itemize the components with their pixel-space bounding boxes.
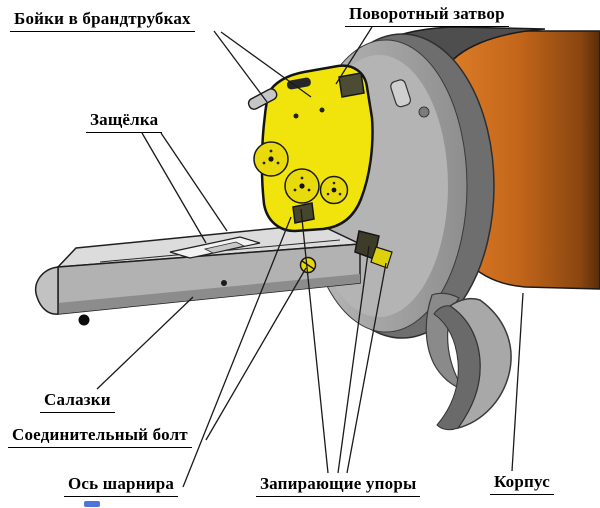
leader-sled	[96, 296, 194, 390]
locking-lugs	[292, 72, 393, 269]
label-latch: Защёлка	[86, 110, 163, 134]
connecting-bolt-screw	[299, 256, 317, 274]
front-pin-hole	[221, 280, 227, 286]
leader-body	[511, 292, 524, 472]
leader-locking-lugs-2	[337, 245, 370, 474]
leader-locking-lugs-1	[300, 208, 329, 474]
latch-shape	[169, 236, 261, 259]
label-sled: Салазки	[40, 390, 115, 414]
leader-latch-1	[141, 132, 207, 244]
trigger-lever	[425, 292, 512, 431]
label-body: Корпус	[490, 472, 554, 496]
leader-latch-2	[160, 132, 228, 232]
leader-rotary-bolt	[335, 26, 373, 85]
label-firing-pins: Бойки в брандтрубках	[10, 9, 195, 33]
leader-firing-pins-1	[213, 30, 268, 103]
firing-pin-tubes	[247, 77, 349, 205]
artifact-mark	[84, 501, 100, 507]
label-locking-lugs: Запирающие упоры	[256, 474, 421, 498]
sled-ball	[78, 314, 90, 326]
leader-connecting-bolt	[205, 267, 307, 441]
disc-top-pin	[390, 79, 412, 108]
label-connecting-bolt: Соединительный болт	[8, 425, 192, 449]
leader-locking-lugs-3	[346, 262, 387, 474]
label-hinge-axis: Ось шарнира	[64, 474, 179, 498]
leader-firing-pins-2	[220, 31, 312, 98]
leader-lines	[96, 26, 524, 488]
rotary-bolt-shape	[247, 64, 393, 269]
leader-hinge-axis	[182, 216, 292, 488]
label-rotary-bolt: Поворотный затвор	[345, 4, 509, 28]
